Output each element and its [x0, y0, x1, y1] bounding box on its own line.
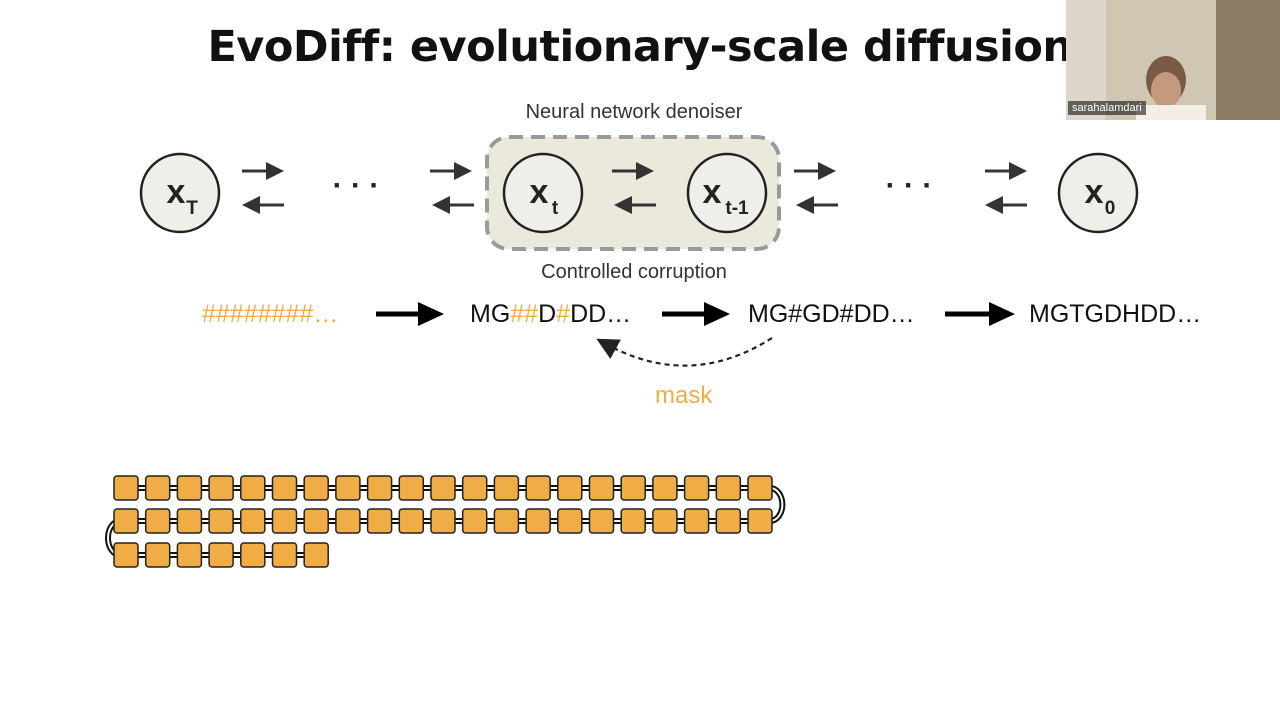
chain-bead	[208, 542, 234, 568]
ellipsis-left: · · ·	[333, 169, 380, 202]
chain-bead	[335, 508, 361, 534]
seq-arrow-1	[376, 302, 444, 326]
node-x0-sub: 0	[1105, 198, 1116, 219]
chain-bead	[715, 508, 742, 534]
node-xt-1: x t-1	[686, 152, 768, 234]
sequence-partial-2: MG#GD#DD…	[748, 300, 915, 328]
chain-bead	[240, 475, 266, 501]
chain-bead	[144, 508, 171, 534]
sequence-masked: ########…	[202, 300, 339, 328]
arrow-pair-2	[430, 162, 474, 214]
chain-bead	[176, 475, 203, 501]
node-xt: x t	[502, 152, 584, 234]
node-x0: x 0	[1057, 152, 1139, 234]
chain-bead	[620, 508, 646, 534]
chain-bead	[461, 475, 488, 501]
chain-bead	[335, 475, 361, 501]
chain-bead	[113, 508, 139, 534]
chain-bead	[557, 475, 583, 501]
arrow-pair-1	[242, 162, 284, 214]
node-xT: x T	[139, 152, 221, 234]
chain-bead	[208, 475, 234, 501]
video-thumbnail[interactable]	[1066, 0, 1280, 120]
chain-bead	[715, 475, 742, 501]
chain-bead	[398, 475, 425, 501]
chain-bead	[271, 542, 298, 568]
chain-bead	[430, 475, 456, 501]
chain-bead	[303, 508, 329, 534]
chain-bead	[176, 542, 203, 568]
chain-beads	[113, 475, 773, 568]
chain-bead	[176, 508, 203, 534]
participant-name-label: sarahalamdari	[1068, 101, 1146, 115]
seq-part: MG	[470, 300, 511, 328]
arrow-pair-4	[794, 162, 838, 214]
chain-bead	[588, 475, 615, 501]
seq-part: DD…	[570, 300, 632, 328]
denoiser-label: Neural network denoiser	[525, 101, 743, 123]
chain-bead	[144, 542, 171, 568]
node-xt-main: x	[530, 173, 549, 211]
participant-video	[1066, 0, 1280, 120]
chain-bead	[113, 475, 139, 501]
chain-bead	[144, 475, 171, 501]
node-xt-sub: t	[552, 198, 559, 219]
node-xT-sub: T	[186, 198, 198, 219]
chain-bead	[652, 508, 678, 534]
protein-chain	[105, 475, 786, 568]
chain-bead	[271, 508, 298, 534]
chain-bead	[525, 508, 551, 534]
ellipsis-right: · · ·	[886, 169, 933, 202]
corruption-label: Controlled corruption	[541, 261, 727, 283]
chain-bead	[398, 508, 425, 534]
seq-part-masked: #	[556, 300, 571, 328]
chain-bead	[303, 542, 329, 568]
chain-bead	[113, 542, 139, 568]
chain-bead	[588, 508, 615, 534]
slide-title: EvoDiff: evolutionary-scale diffusion	[207, 22, 1073, 72]
chain-bead	[366, 508, 393, 534]
seq-part-masked: ##	[510, 300, 539, 328]
chain-bead	[557, 508, 583, 534]
chain-bead	[366, 475, 393, 501]
chain-bead	[683, 475, 710, 501]
chain-bead	[240, 508, 266, 534]
arrow-pair-5	[985, 162, 1027, 214]
chain-bead	[620, 475, 646, 501]
chain-bead	[525, 475, 551, 501]
seq-arrow-2	[662, 302, 730, 326]
chain-bead	[271, 475, 298, 501]
chain-bead	[430, 508, 456, 534]
sequence-final: MGTGDHDD…	[1029, 300, 1202, 328]
arrow-pair-3	[612, 162, 656, 214]
chain-bead	[303, 475, 329, 501]
seq-arrow-3	[945, 302, 1015, 326]
mask-dashed-arrow	[596, 337, 773, 367]
chain-bead	[493, 508, 520, 534]
node-xt-1-main: x	[703, 173, 722, 211]
chain-bead	[240, 542, 266, 568]
sequence-partial-1: MG##D#DD…	[470, 300, 631, 329]
chain-bead	[461, 508, 488, 534]
chain-bead	[747, 508, 773, 534]
chain-bead	[208, 508, 234, 534]
mask-label: mask	[655, 382, 713, 409]
chain-bead	[652, 475, 678, 501]
chain-bead	[493, 475, 520, 501]
node-xT-main: x	[167, 173, 186, 211]
node-xt-1-sub: t-1	[725, 198, 749, 219]
chain-bead	[683, 508, 710, 534]
chain-bead	[747, 475, 773, 501]
node-x0-main: x	[1085, 173, 1104, 211]
seq-part: D	[538, 300, 557, 328]
